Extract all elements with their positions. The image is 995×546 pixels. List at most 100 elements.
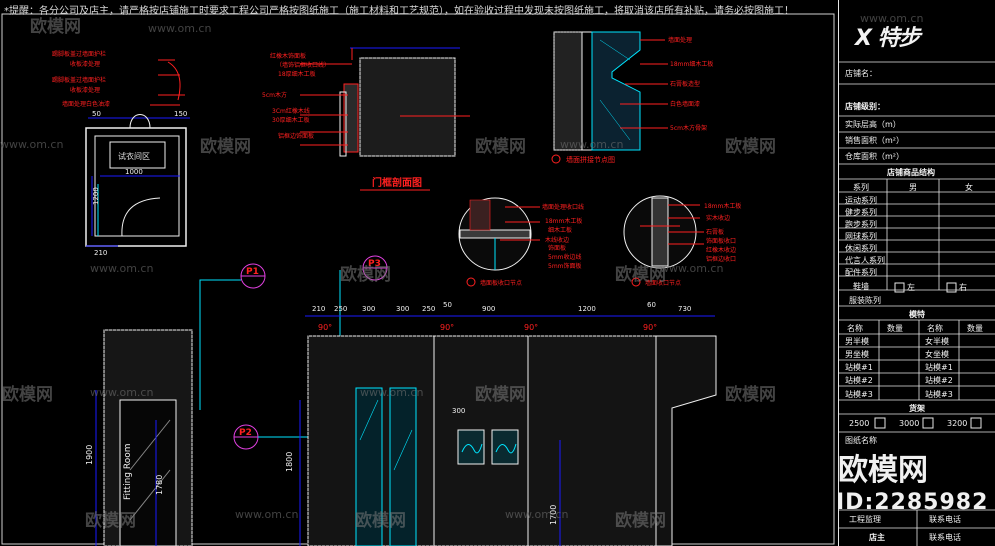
watermark: 欧模网 bbox=[615, 265, 666, 285]
foot-supervisor: 工程监理 bbox=[849, 515, 881, 524]
watermark-url: www.om.cn bbox=[148, 22, 212, 35]
angle-2: 90° bbox=[440, 323, 454, 332]
wall-note-2: 18mm细木工板 bbox=[670, 60, 713, 68]
fixture-item: 女坐模 bbox=[925, 350, 949, 359]
fixture-item: 站模#1 bbox=[925, 363, 953, 372]
note-3: 踢脚板盖过墙面护栏 bbox=[52, 76, 106, 84]
elev-h-1780: 1780 bbox=[155, 475, 164, 495]
door-section: 红橡木饰面板 （墙饰铝框收口线） 18厚细木工板 5cm木方 3Cm红橡木线 3… bbox=[262, 47, 470, 191]
watermark: 欧模网 bbox=[475, 385, 526, 405]
wall-note-1: 墙面处理 bbox=[668, 36, 692, 44]
detail-b-note-6: 铝框边收口 bbox=[706, 255, 736, 263]
fixtures-col: 名称 bbox=[927, 324, 943, 333]
shelf-size: 3200 bbox=[947, 419, 968, 428]
shelf-header: 货架 bbox=[909, 404, 925, 413]
series-item: 运动系列 bbox=[845, 196, 877, 205]
marker-p1-label: P1 bbox=[246, 267, 259, 277]
detail-a-note-7: 5mm饰面板 bbox=[548, 262, 582, 270]
elev-dim-210: 210 bbox=[312, 305, 325, 313]
wall-node-title: 墙面拼接节点图 bbox=[566, 155, 615, 164]
plan-dim-150: 150 bbox=[174, 110, 187, 118]
elev-small-300: 300 bbox=[452, 407, 465, 415]
title-block-grid bbox=[839, 61, 995, 546]
note-1: 踢脚板盖过墙面护栏 bbox=[52, 50, 106, 58]
watermark: 欧模网 bbox=[85, 511, 136, 531]
angle-4: 90° bbox=[643, 323, 657, 332]
watermark-url: www.om.cn bbox=[0, 138, 64, 151]
elev-dim-300a: 300 bbox=[362, 305, 375, 313]
clothes-wall-label: 服装陈列 bbox=[849, 296, 881, 305]
detail-a-note-2: 18mm木工板 bbox=[545, 217, 582, 225]
cad-drawing: 踢脚板盖过墙面护栏 收板漆处理 踢脚板盖过墙面护栏 收板漆处理 墙面处理白色油漆… bbox=[1, 13, 835, 546]
detail-a-note-3: 细木工板 bbox=[548, 226, 572, 234]
door-note-3: 18厚细木工板 bbox=[278, 70, 316, 78]
foot-phone: 联系电话 bbox=[929, 515, 961, 524]
elev-dim-60: 60 bbox=[647, 301, 656, 309]
fixture-item: 女半模 bbox=[925, 337, 949, 346]
fitting-room-label: Fitting Room bbox=[123, 444, 133, 501]
series-item: 跑步系列 bbox=[845, 220, 877, 229]
row-storage-area: 仓库面积（m²） bbox=[845, 152, 904, 161]
wall-note-5: 5cm木方骨架 bbox=[670, 124, 707, 132]
row-floor-height: 实际层高（m） bbox=[845, 120, 901, 129]
note-2: 收板漆处理 bbox=[70, 60, 100, 68]
elev-dim-730: 730 bbox=[678, 305, 691, 313]
plan-dim-50: 50 bbox=[92, 110, 101, 118]
door-note-6: 30厚细木工板 bbox=[272, 116, 310, 124]
watermark: 欧模网 bbox=[340, 265, 391, 285]
series-item: 配件系列 bbox=[845, 268, 877, 277]
watermark: 欧模网 bbox=[725, 385, 776, 405]
watermark-url: www.om.cn bbox=[360, 386, 424, 399]
watermark-url: www.om.cn bbox=[860, 12, 924, 25]
section-marker-p1: P1 bbox=[240, 263, 266, 289]
brand-logo: X 特步 bbox=[855, 26, 921, 51]
plan-dim-1200: 1200 bbox=[92, 187, 100, 205]
angle-1: 90° bbox=[318, 323, 332, 332]
fixture-item: 站模#3 bbox=[845, 390, 873, 399]
main-elevation: 210 250 300 300 250 50 900 1200 60 730 9… bbox=[285, 301, 717, 546]
detail-b-note-2: 实木收边 bbox=[706, 214, 730, 222]
fixtures-col: 名称 bbox=[847, 324, 863, 333]
detail-b-title: 墙面收口节点 bbox=[645, 279, 681, 287]
fixture-item: 站模#3 bbox=[925, 390, 953, 399]
detail-a-note-4: 木线收边 bbox=[545, 236, 569, 244]
watermark: 欧模网 bbox=[615, 511, 666, 531]
fixtures-col: 数量 bbox=[967, 324, 983, 333]
side-left: 左 bbox=[907, 283, 915, 292]
watermark: 欧模网 bbox=[355, 511, 406, 531]
watermark-url: www.om.cn bbox=[90, 386, 154, 399]
watermark-brand-large: 欧模网 bbox=[838, 453, 928, 488]
fitting-elevation: 1900 1780 Fitting Room bbox=[85, 329, 193, 546]
note-5: 墙面处理白色油漆 bbox=[62, 100, 110, 108]
series-item: 休闲系列 bbox=[845, 244, 877, 253]
wall-node: 墙面处理 18mm细木工板 石膏板造型 白色墙面漆 5cm木方骨架 墙面拼接节点… bbox=[551, 31, 713, 164]
struct-col-female: 女 bbox=[965, 183, 973, 192]
door-note-5: 3Cm红橡木线 bbox=[272, 107, 310, 115]
top-left-notes: 踢脚板盖过墙面护栏 收板漆处理 踢脚板盖过墙面护栏 收板漆处理 墙面处理白色油漆 bbox=[52, 50, 185, 108]
detail-a-note-6: 5mm收边线 bbox=[548, 253, 582, 261]
plan-dim-210: 210 bbox=[94, 249, 107, 257]
fixtures-header: 模特 bbox=[909, 310, 925, 319]
elev-h-1900: 1900 bbox=[85, 445, 94, 465]
fixture-item: 男坐模 bbox=[845, 350, 869, 359]
detail-b-note-3: 石膏板 bbox=[706, 228, 724, 236]
elev-h-1800: 1800 bbox=[285, 452, 294, 472]
note-4: 收板漆处理 bbox=[70, 86, 100, 94]
shelf-size: 3000 bbox=[899, 419, 920, 428]
detail-b-note-4: 饰面板收口 bbox=[706, 237, 736, 245]
watermark-url: www.om.cn bbox=[660, 262, 724, 275]
plan-label: 试衣间区 bbox=[118, 151, 150, 161]
marker-p3-label: P3 bbox=[368, 259, 381, 269]
door-note-1: 红橡木饰面板 bbox=[270, 52, 306, 60]
drawing-name-label: 图纸名称 bbox=[845, 436, 877, 445]
fixture-item: 男半模 bbox=[845, 337, 869, 346]
fixture-item: 站模#2 bbox=[845, 376, 873, 385]
series-item: 代言人系列 bbox=[845, 256, 885, 265]
foot-phone-2: 联系电话 bbox=[929, 533, 961, 542]
detail-a-note-1: 墙面处理收口线 bbox=[542, 203, 584, 211]
watermark-url: www.om.cn bbox=[235, 508, 299, 521]
side-right: 右 bbox=[959, 283, 967, 292]
foot-owner: 店主 bbox=[869, 533, 885, 542]
door-note-2: （墙饰铝框收口线） bbox=[276, 61, 330, 69]
